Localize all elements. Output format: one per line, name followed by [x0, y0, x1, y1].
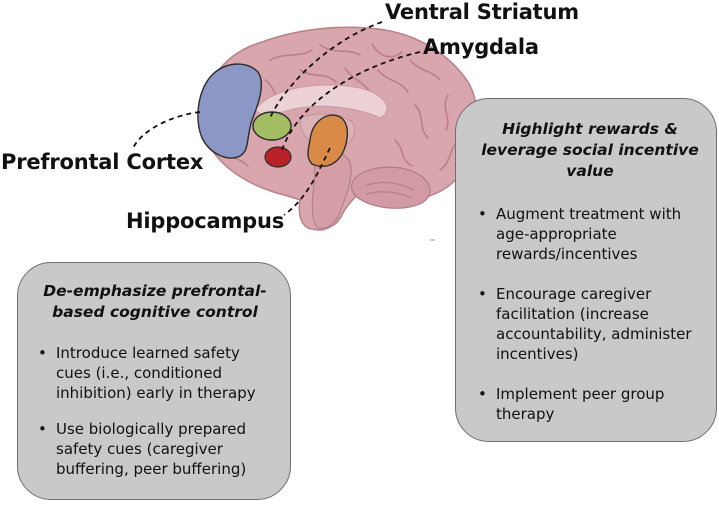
list-item: Augment treatment with age-appropriate r…: [476, 204, 704, 264]
amygdala-region: [264, 146, 292, 168]
right-box-list: Augment treatment with age-appropriate r…: [476, 204, 704, 424]
right-box-title: Highlight rewards & leverage social ince…: [481, 120, 699, 180]
left-callout-box: De-emphasize prefrontal-based cognitive …: [17, 262, 291, 500]
right-callout-box: Highlight rewards & leverage social ince…: [455, 98, 717, 442]
ventral-striatum-region: [252, 111, 292, 141]
prefrontal-cortex-label: Prefrontal Cortex: [1, 150, 204, 174]
left-box-list: Introduce learned safety cues (i.e., con…: [36, 343, 274, 479]
list-item: Implement peer group therapy: [476, 384, 704, 424]
list-item: Encourage caregiver facilitation (increa…: [476, 284, 704, 364]
ventral-striatum-label: Ventral Striatum: [385, 0, 579, 24]
corpus-callosum: [254, 84, 388, 119]
leader-line-ventral-striatum: [269, 21, 383, 119]
hippocampus-region: [307, 114, 349, 168]
leader-line-hippocampus: [283, 147, 331, 216]
hippocampus-label: Hippocampus: [126, 209, 285, 233]
prefrontal-cortex-region: [197, 63, 262, 159]
leader-line-prefrontal-cortex: [131, 111, 201, 151]
amygdala-label: Amygdala: [423, 35, 539, 59]
cerebellum: [351, 166, 431, 209]
left-box-title: De-emphasize prefrontal-based cognitive …: [43, 282, 267, 321]
list-item: Introduce learned safety cues (i.e., con…: [36, 343, 274, 403]
leader-line-amygdala: [281, 51, 421, 151]
cerebellum-folds: [364, 181, 415, 199]
brainstem: [311, 149, 352, 229]
list-item: Use biologically prepared safety cues (c…: [36, 419, 274, 479]
brain-sulci: [211, 43, 461, 181]
